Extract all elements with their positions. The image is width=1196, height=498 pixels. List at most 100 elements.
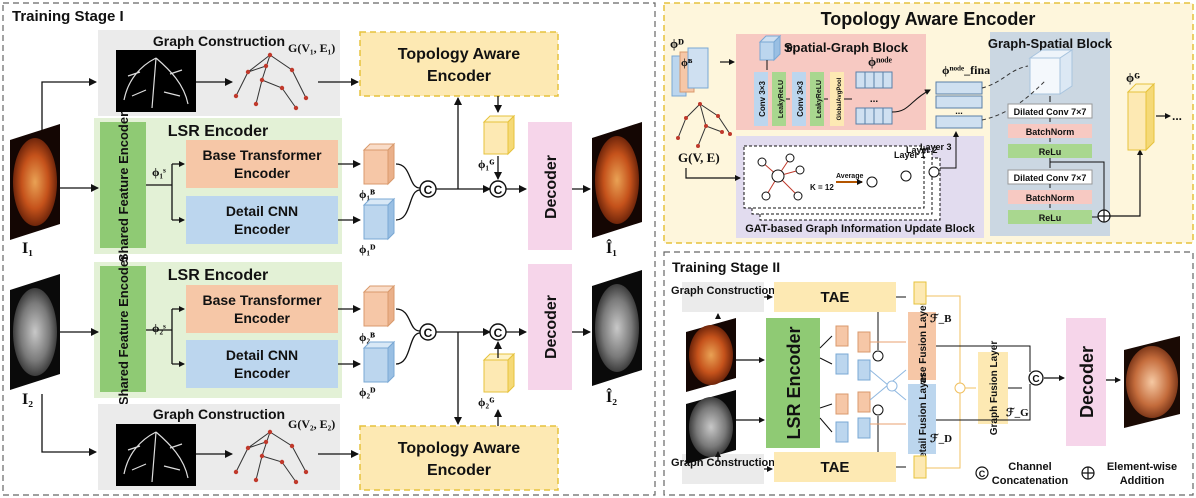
vessel-lines-bottom (123, 431, 189, 483)
conv1-label: Conv 3×3 (758, 81, 767, 117)
relu1-label: ReLu (1039, 147, 1062, 157)
base1-line2: Encoder (234, 165, 291, 181)
decoder-1 (528, 122, 572, 250)
tae-detail-panel: Topology Aware Encoder ϕᴰ ϕᴮ G(V, E) Spa… (663, 2, 1194, 244)
tae-bottom-line1: Topology Aware (398, 440, 520, 457)
gap-block (830, 72, 844, 126)
tae-panel-title: Topology Aware Encoder (821, 9, 1036, 29)
f-b-label: ℱ_B (930, 313, 952, 325)
s2-tae-bottom: TAE (821, 459, 850, 476)
tae-output-cubes (913, 281, 927, 479)
stage2-panel: Training Stage II Graph Construction Gra… (663, 251, 1194, 496)
base1-line1: Base Transformer (202, 147, 322, 163)
concat-1a-label: C (424, 183, 433, 197)
graph-construction-label-bottom: Graph Construction (153, 406, 285, 422)
tae-phi-node: ϕⁿᵒᵈᵉ (868, 54, 893, 69)
phi-g1-cube (482, 114, 516, 156)
tae-block-bottom (359, 425, 559, 491)
legend-concat-glyph: C (979, 469, 986, 479)
detail1-line2: Encoder (234, 221, 291, 237)
base-transformer-encoder-2 (186, 285, 338, 333)
phi-b2: ϕ₂ᴮ (359, 330, 375, 344)
s2-gc-top: Graph Construction (671, 285, 775, 297)
detail-fusion-layer (908, 384, 936, 454)
tae-output-dots: ... (1172, 109, 1182, 123)
s2-lsr-label: LSR Encoder (784, 326, 804, 439)
detail2-line2: Encoder (234, 365, 291, 381)
phi-d-stack (671, 47, 709, 97)
spatial-graph-title: Spatial-Graph Block (784, 40, 909, 55)
tae-phi-d: ϕᴰ (670, 36, 684, 51)
dil1-label: Dilated Conv 7×7 (1014, 107, 1087, 117)
leaky-block-1 (772, 72, 786, 126)
node-final-dots: ... (955, 106, 963, 116)
gap-label: GlobalAvgPool (837, 77, 843, 120)
legend-add-line2: Addition (1120, 475, 1165, 487)
phi-d1-cube (362, 197, 396, 241)
base2-line2: Encoder (234, 310, 291, 326)
p-i-cube (758, 34, 782, 62)
tae-p-i: Pᵢ (786, 43, 795, 55)
shared-encoder-2 (100, 266, 146, 392)
graph-spatial-cube (1028, 49, 1074, 95)
lsr-title-1: LSR Encoder (168, 123, 268, 140)
phi-d1: ϕ₁ᴰ (359, 242, 376, 256)
stage1-title: Training Stage I (12, 8, 124, 25)
relu-2 (1008, 210, 1092, 224)
graph-construction-label-top: Graph Construction (153, 33, 285, 49)
tae-top-line1: Topology Aware (398, 46, 520, 63)
s2-concat-label: C (1032, 374, 1039, 385)
vessel-graph-top (233, 52, 309, 111)
s2-feature-cubes (835, 325, 871, 443)
s2-tae-top: TAE (821, 289, 850, 306)
decoder1-label: Decoder (543, 155, 560, 219)
detail2-line1: Detail CNN (226, 347, 298, 363)
gat-block-title: GAT-based Graph Information Update Block (745, 223, 975, 235)
relu-1 (1008, 144, 1092, 158)
bn1-label: BatchNorm (1026, 127, 1075, 137)
node-dots: ... (870, 94, 879, 105)
relu2-label: ReLu (1039, 213, 1062, 223)
batchnorm-1 (1008, 124, 1092, 138)
lsr-title-2: LSR Encoder (168, 267, 268, 284)
phi-g-cube (1126, 82, 1156, 152)
phi-g2-cube (482, 352, 516, 394)
graph-spatial-title: Graph-Spatial Block (988, 36, 1113, 51)
legend-concat-symbol (975, 466, 989, 480)
vessel-lines-top (123, 57, 189, 109)
tae-phi-b: ϕᴮ (681, 57, 693, 69)
detail-fusion-label: Detail Fusion Layer (918, 373, 929, 465)
stage1-panel: Training Stage I Graph Construction G(V₁… (2, 2, 656, 496)
tae-block-top (359, 31, 559, 97)
layer2-label: Layer 2 (906, 145, 938, 155)
s2-decoder-label: Decoder (1077, 346, 1097, 418)
leaky2-label: LeakyReLU (816, 80, 823, 118)
average-label: Average (836, 173, 863, 180)
stage2-title: Training Stage II (672, 259, 780, 275)
graph-construction-box-top (682, 282, 764, 312)
tae-graph-thumbnail (676, 102, 732, 148)
tae-phi-node-final: ϕⁿᵒᵈᵉ_final (942, 63, 994, 77)
concat-2b-label: C (494, 326, 503, 340)
shared-encoder-label-1: Shared Feature Encoder (116, 112, 131, 262)
input1-label: I₁ (22, 240, 33, 257)
phi-s2: ϕ₂ˢ (152, 321, 166, 335)
legend-concat-line1: Channel (1008, 461, 1051, 473)
bn2-label: BatchNorm (1026, 193, 1075, 203)
tae-box-top (774, 282, 896, 312)
phi-g1: ϕ₁ᴳ (478, 157, 495, 171)
gat-node-cluster (757, 153, 805, 201)
batchnorm-2 (1008, 190, 1092, 204)
vessel-graph-bottom (233, 429, 309, 485)
output1-label: Î₁ (606, 238, 617, 257)
shared-encoder-label-2: Shared Feature Encoder (116, 255, 131, 405)
phi-node-matrix: ... (855, 71, 893, 125)
leaky1-label: LeakyReLU (778, 80, 785, 118)
phi-d2: ϕ₂ᴰ (359, 385, 376, 399)
base2-line1: Base Transformer (202, 292, 322, 308)
tae-bottom-line2: Encoder (427, 462, 491, 479)
s2-concat-symbol (1028, 370, 1044, 386)
graph-fusion-layer (978, 352, 1008, 424)
base-fusion-layer (908, 312, 936, 380)
